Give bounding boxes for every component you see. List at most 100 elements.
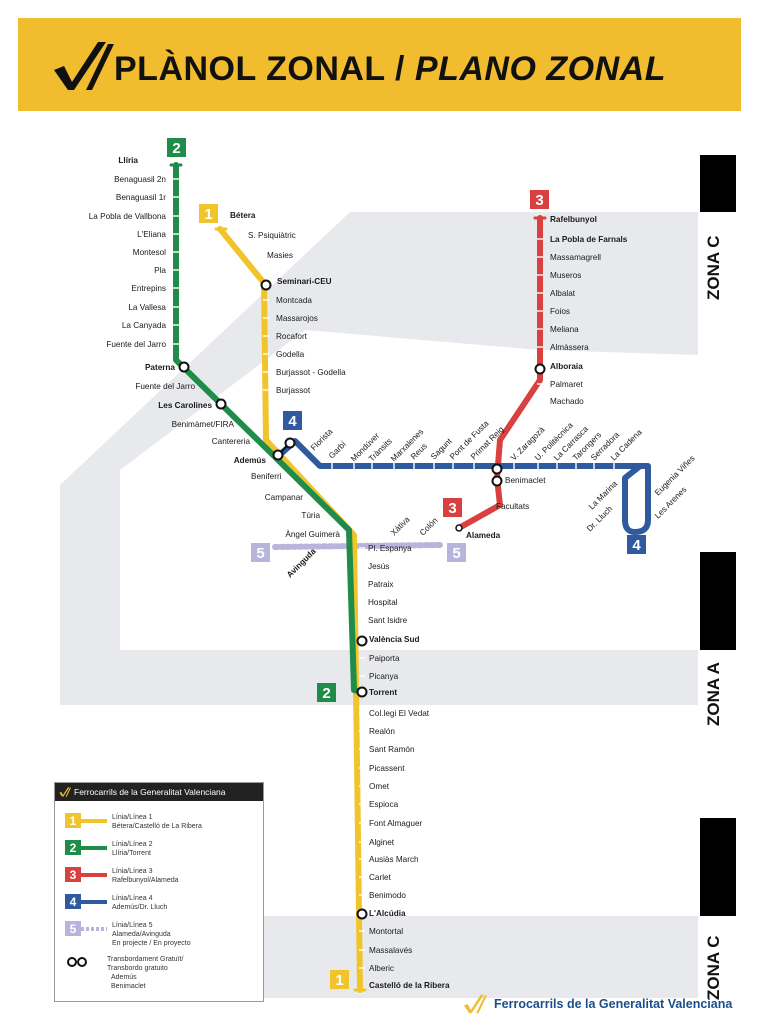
station-label: Realón bbox=[369, 727, 395, 736]
station-label: Palmaret bbox=[550, 380, 583, 389]
zone-c-top-bar bbox=[700, 155, 736, 212]
station-label: Cantereria bbox=[212, 437, 251, 446]
zone-a-bar bbox=[700, 552, 736, 650]
line-badge: 2 bbox=[317, 683, 336, 702]
page-title: PLÀNOL ZONAL / PLANO ZONAL bbox=[114, 50, 666, 89]
transfer-benimaclet-icon bbox=[491, 463, 503, 487]
station-label: Patraix bbox=[368, 580, 393, 589]
line-badge-box bbox=[283, 411, 302, 430]
station-label: Campanar bbox=[265, 493, 304, 502]
fgv-mini-logo-icon bbox=[59, 787, 71, 797]
zone-a-label: ZONA A bbox=[704, 662, 723, 726]
legend-text: Línia/Línea 4 bbox=[112, 895, 153, 902]
station-label: Paiporta bbox=[369, 654, 400, 663]
line-badge: 4 bbox=[283, 411, 302, 430]
legend-text: Línia/Línea 1 bbox=[112, 814, 153, 821]
title-spanish: PLANO ZONAL bbox=[414, 50, 666, 88]
line-badge-box bbox=[530, 190, 549, 209]
line-badge-number: 5 bbox=[452, 545, 460, 562]
station-label: Fuente del Jarro bbox=[135, 382, 195, 391]
station-torrent-node bbox=[356, 686, 368, 698]
station-label: L'Alcúdia bbox=[369, 909, 406, 918]
station-label: Meliana bbox=[550, 325, 579, 334]
station-label: Jesús bbox=[368, 562, 389, 571]
line-badge-box bbox=[167, 138, 186, 157]
zone-c-top-label: ZONA C bbox=[704, 235, 723, 300]
header-banner: PLÀNOL ZONAL / PLANO ZONAL bbox=[18, 18, 741, 111]
line-badge: 2 bbox=[167, 138, 186, 157]
legend-line-swatch bbox=[81, 846, 107, 850]
station-label: Museros bbox=[550, 271, 581, 280]
zone-c-bottom-label: ZONA C bbox=[704, 935, 723, 1000]
line-badge-box bbox=[199, 204, 218, 223]
transfer-ademus-icon bbox=[272, 437, 296, 461]
legend-text: Llíria/Torrent bbox=[112, 850, 151, 857]
station-label: Alginet bbox=[369, 838, 395, 847]
legend-badge: 2 bbox=[65, 840, 81, 855]
legend: Ferrocarrils de la Generalitat Valencian… bbox=[54, 782, 264, 1002]
station-label: Sant Ramón bbox=[369, 745, 415, 754]
station-label: Bétera bbox=[230, 211, 256, 220]
legend-line-swatch bbox=[81, 819, 107, 823]
station-label: La Pobla de Vallbona bbox=[89, 212, 167, 221]
station-alameda-node bbox=[455, 524, 463, 532]
legend-line-swatch bbox=[81, 927, 107, 931]
legend-item-line-2: 2 Línia/Línea 2 Llíria/Torrent bbox=[65, 840, 152, 858]
fgv-logo-icon bbox=[54, 42, 114, 90]
line-badge-box bbox=[447, 543, 466, 562]
line-badge-number: 5 bbox=[256, 545, 264, 562]
line-badge-number: 1 bbox=[335, 972, 343, 989]
station-label: S. Psiquiàtric bbox=[248, 231, 296, 240]
station-label: Beniferri bbox=[251, 472, 282, 481]
line-4 bbox=[280, 438, 651, 535]
station-label: Carlet bbox=[369, 873, 392, 882]
legend-text: Línia/Línea 2 bbox=[112, 841, 153, 848]
station-label: Pl. Espanya bbox=[368, 544, 412, 553]
line-3 bbox=[456, 215, 543, 531]
line-badge-box bbox=[627, 535, 646, 554]
station-label: Facultats bbox=[496, 502, 529, 511]
line-5-dashed bbox=[272, 542, 443, 550]
station-label: Massamagrell bbox=[550, 253, 601, 262]
line-badge-number: 2 bbox=[322, 685, 330, 702]
station-label: Pla bbox=[154, 266, 166, 275]
line-badge: 4 bbox=[627, 535, 646, 554]
line-badge: 1 bbox=[330, 970, 349, 989]
legend-line-swatch bbox=[81, 900, 107, 904]
station-label: Montcada bbox=[276, 296, 312, 305]
station-label: Albalat bbox=[550, 289, 576, 298]
station-label: Seminari-CEU bbox=[277, 277, 332, 286]
station-label: Benimodo bbox=[369, 891, 406, 900]
station-carolines-node bbox=[215, 398, 227, 410]
line-badge-box bbox=[317, 683, 336, 702]
station-valencia-sud-node bbox=[356, 635, 368, 647]
station-label: Fuente del Jarro bbox=[106, 340, 166, 349]
line-2 bbox=[173, 162, 365, 695]
legend-badge: 3 bbox=[65, 867, 81, 882]
legend-badge: 4 bbox=[65, 894, 81, 909]
legend-text: Rafelbunyol/Alameda bbox=[112, 877, 179, 884]
station-label: Col.legi El Vedat bbox=[369, 709, 430, 718]
station-label: Picassent bbox=[369, 764, 405, 773]
fgv-footer-logo-icon bbox=[463, 994, 487, 1014]
station-label: Alameda bbox=[466, 531, 501, 540]
line-badge: 3 bbox=[530, 190, 549, 209]
legend-text: Línia/Línea 5 bbox=[112, 922, 153, 929]
station-label: Torrent bbox=[369, 688, 397, 697]
legend-text: En projecte / En proyecto bbox=[112, 940, 191, 947]
station-label: Burjassot - Godella bbox=[276, 368, 346, 377]
line-badge-box bbox=[443, 498, 462, 517]
line-badge-number: 3 bbox=[448, 500, 456, 517]
station-label: València Sud bbox=[369, 635, 420, 644]
line-badge-box bbox=[251, 543, 270, 562]
legend-title: Ferrocarrils de la Generalitat Valencian… bbox=[55, 783, 263, 801]
station-label: Omet bbox=[369, 782, 390, 791]
station-label: Benimàmet/FIRA bbox=[172, 420, 235, 429]
station-ticks bbox=[173, 178, 615, 969]
legend-badge: 5 bbox=[65, 921, 81, 936]
footer-brand: Ferrocarrils de la Generalitat Valencian… bbox=[462, 994, 732, 1014]
station-label: Benaguasil 2n bbox=[114, 175, 166, 184]
